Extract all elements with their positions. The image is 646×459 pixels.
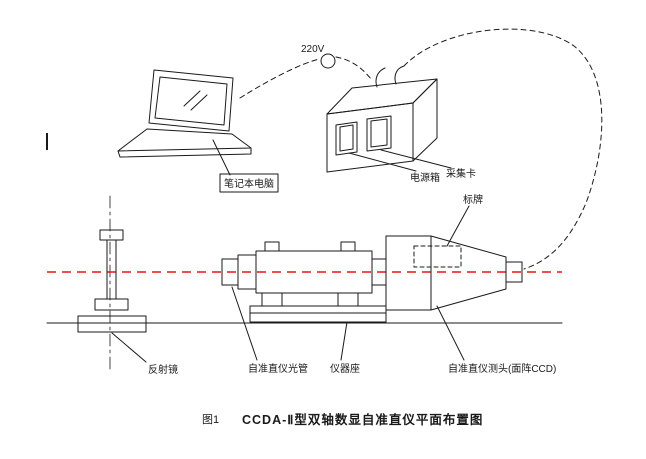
power-box-side-face (412, 78, 438, 162)
power-box-slot-2-inner (370, 118, 388, 148)
leader-lines (111, 139, 470, 363)
reflector-foot (94, 298, 129, 311)
figure-title: CCDA-Ⅱ型双轴数显自准直仪平面布置图 (242, 412, 483, 427)
laptop-screen-outer (148, 69, 234, 132)
laptop-label: 笔记本电脑 (224, 177, 274, 190)
reflector-stem (106, 239, 117, 300)
screen-glare-line-2 (190, 94, 208, 111)
cable-box-to-head-loop (403, 28, 603, 270)
power-box-slot-2-outer (366, 115, 392, 152)
leader-laptop (212, 139, 231, 176)
capture-card-label: 采集卡 (446, 167, 476, 180)
leader-nameplate (446, 205, 470, 247)
reflector-label: 反射镜 (148, 363, 178, 376)
leader-ccd-head (436, 305, 465, 361)
text-cursor-artifact (46, 133, 48, 150)
ccd-head-label: 自准直仪测头(面阵CCD) (448, 362, 556, 375)
laptop-figure (117, 69, 252, 158)
leader-collimator-tube (231, 286, 258, 361)
instrument-base-label: 仪器座 (330, 362, 360, 375)
power-plug-icon (320, 53, 336, 69)
power-box-slot-1-outer (335, 121, 358, 156)
leader-capture-card (380, 149, 452, 169)
laptop-base-thickness (117, 147, 252, 158)
tube-stand-2 (337, 292, 359, 307)
collimator-tube-label: 自准直仪光管 (248, 362, 308, 375)
cables (239, 28, 603, 270)
collimator-tube-figure (221, 241, 387, 323)
instrument-base-plate (249, 305, 387, 323)
tube-clamp-knob-2 (340, 241, 356, 252)
head-body (385, 235, 507, 311)
leader-power-box (348, 152, 417, 172)
screen-glare-line-1 (183, 90, 201, 107)
laptop-screen-inner (154, 76, 228, 126)
callout-labels: 220V 笔记本电脑 电源箱 采集卡 标牌 反射镜 自准直仪光管 仪器座 自准直… (148, 44, 556, 376)
power-box-top-face (326, 78, 438, 115)
box-cable-stub-2 (394, 65, 405, 85)
tube-clamp-knob-1 (264, 241, 280, 252)
cable-laptop-to-plug (239, 58, 320, 99)
cable-plug-to-box (335, 56, 372, 80)
figure-number: 图1 (202, 413, 219, 426)
laptop-base-top (117, 128, 252, 152)
laptop-label-box (219, 173, 279, 193)
reflector-base-plate (77, 315, 147, 333)
box-cable-stub-1 (375, 67, 386, 88)
nameplate-outline (413, 245, 462, 268)
ccd-head-figure (371, 235, 523, 311)
head-tip (505, 261, 523, 283)
power-box-label: 电源箱 (410, 171, 440, 184)
leader-reflector (111, 332, 147, 363)
leader-instrument-base (340, 321, 348, 361)
reflector-cap (99, 229, 124, 241)
power-box-figure (326, 78, 438, 173)
voltage-label: 220V (301, 44, 325, 55)
nameplate-label: 标牌 (463, 193, 483, 206)
reference-lines (46, 195, 563, 373)
reflector-figure (77, 229, 147, 333)
tube-stand-1 (261, 292, 283, 307)
figure-caption: 图1 CCDA-Ⅱ型双轴数显自准直仪平面布置图 (202, 412, 483, 427)
power-box-slot-1-inner (339, 124, 354, 152)
